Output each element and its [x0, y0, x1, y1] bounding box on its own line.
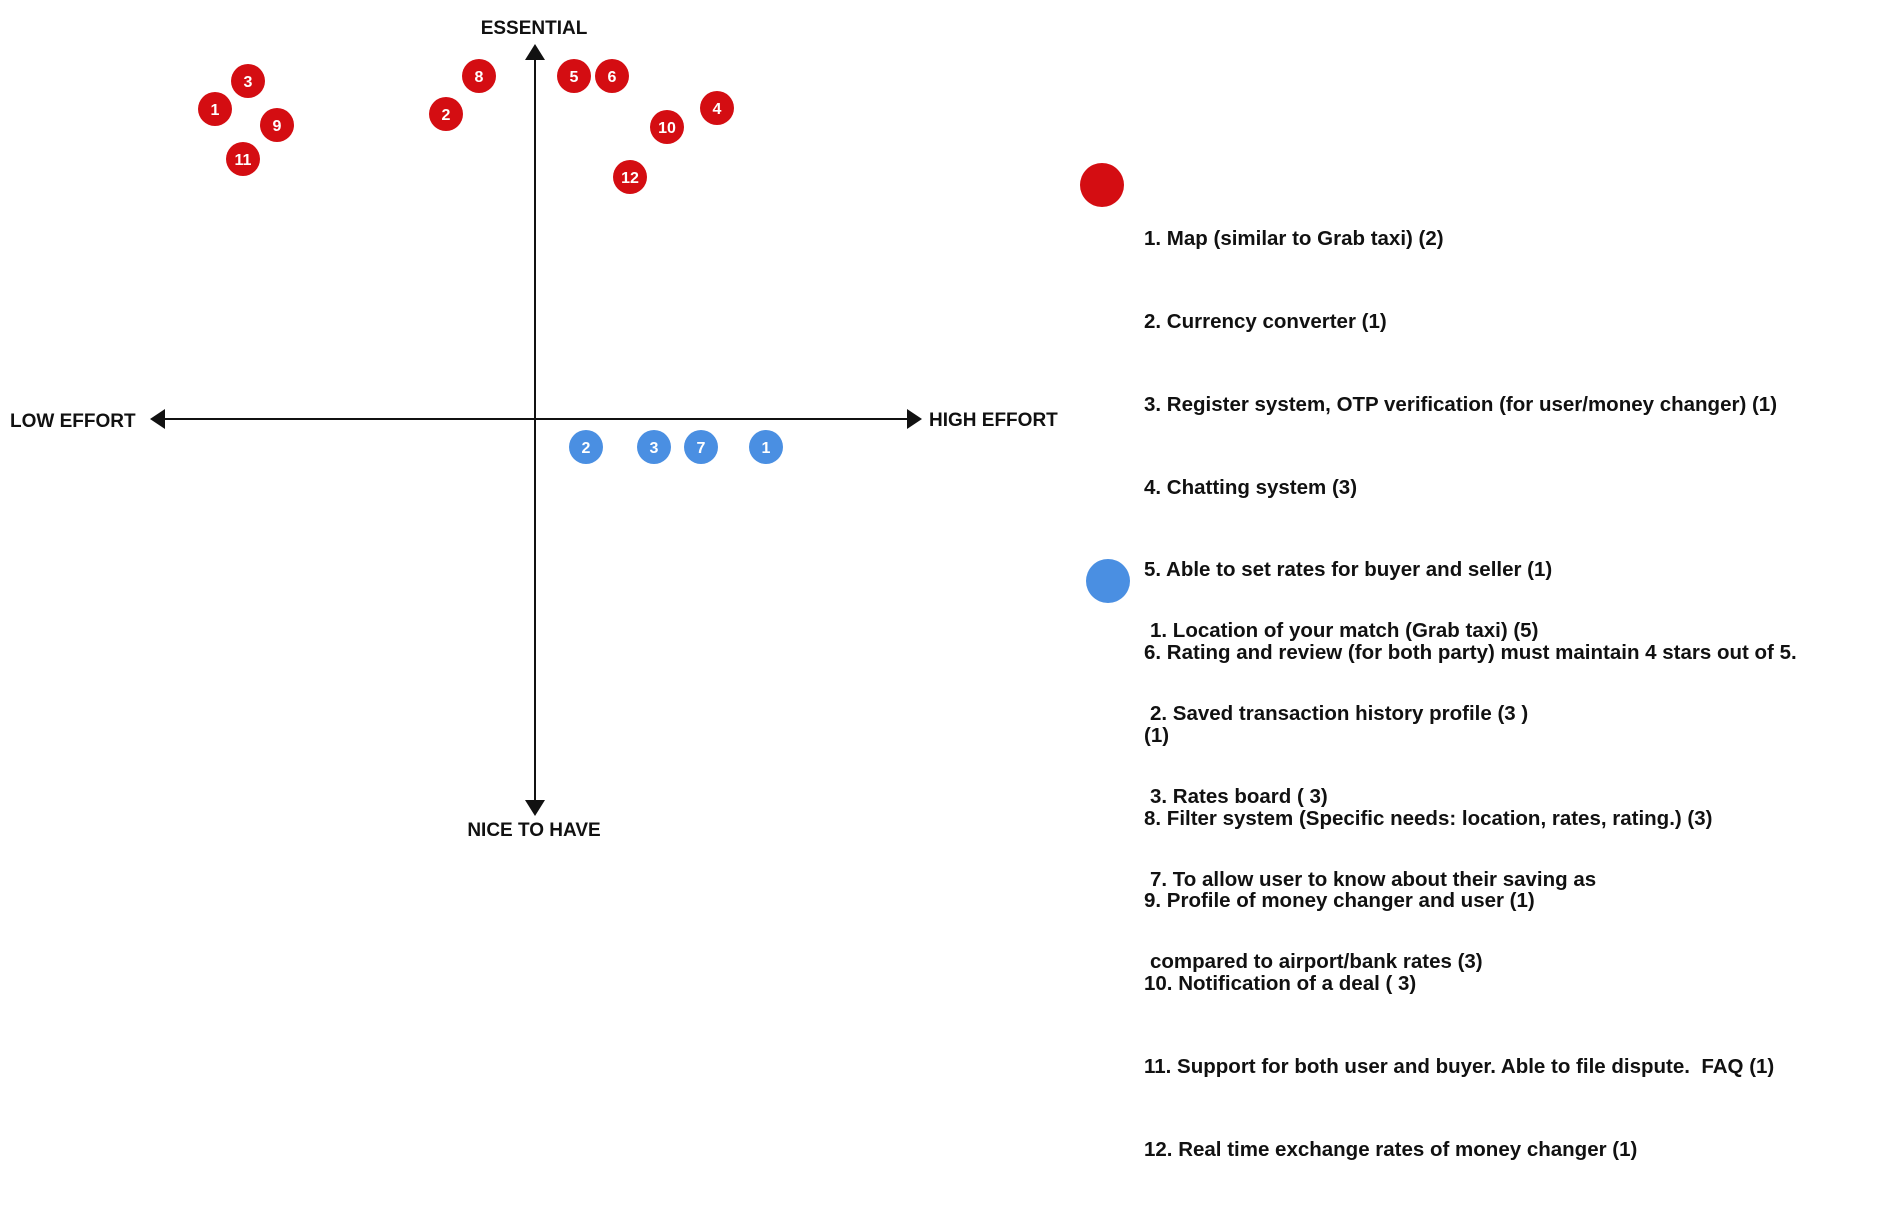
essential-marker-12: 12: [613, 160, 647, 194]
legend-nice-item: 2. Saved transaction history profile (3 …: [1150, 701, 1529, 725]
axis-label-essential: ESSENTIAL: [481, 18, 588, 39]
essential-marker-label: 11: [235, 152, 252, 169]
legend-essential-item: 11. Support for both user and buyer. Abl…: [1144, 1055, 1775, 1078]
essential-marker-6: 6: [595, 59, 629, 93]
legend-nice-item: 3. Rates board ( 3): [1150, 784, 1328, 808]
legend-nice-item: compared to airport/bank rates (3): [1150, 950, 1483, 974]
legend-essential-item: 4. Chatting system (3): [1144, 475, 1358, 499]
axis-label-low-effort: LOW EFFORT: [10, 411, 136, 432]
essential-marker-label: 10: [658, 120, 676, 137]
arrow-down-icon: [525, 800, 545, 816]
arrow-right-icon: [907, 409, 922, 429]
essential-marker-11: 11: [226, 142, 260, 176]
essential-marker-label: 1: [211, 102, 220, 119]
nice-marker-label: 1: [762, 440, 771, 457]
essential-marker-label: 9: [273, 118, 282, 135]
legend-nice-list: 1. Location of your match (Grab taxi) (5…: [1150, 562, 1596, 1031]
arrow-left-icon: [150, 409, 165, 429]
essential-marker-label: 2: [442, 107, 451, 124]
blue-circle-icon: [1086, 559, 1130, 603]
essential-markers: 1 3 9 11 8 2 5 6: [198, 59, 734, 194]
nice-marker-3: 3: [637, 430, 671, 464]
legend-essential-item: 6. Rating and review (for both party) mu…: [1144, 641, 1797, 665]
legend-essential-item: (1): [1144, 723, 1170, 747]
essential-marker-10: 10: [650, 110, 684, 144]
legend-essential-item: 8. Filter system (Specific needs: locati…: [1144, 806, 1713, 830]
essential-marker-8: 8: [462, 59, 496, 93]
essential-marker-label: 4: [713, 101, 722, 118]
essential-marker-4: 4: [700, 91, 734, 125]
red-circle-icon: [1080, 163, 1124, 207]
essential-marker-label: 5: [570, 69, 579, 86]
essential-marker-label: 12: [621, 170, 639, 187]
essential-marker-1: 1: [198, 92, 232, 126]
axis-label-high-effort: HIGH EFFORT: [929, 410, 1058, 431]
legend-nice-item: 7. To allow user to know about their sav…: [1150, 867, 1597, 891]
legend-nice-item: 1. Location of your match (Grab taxi) (5…: [1150, 619, 1539, 643]
nice-marker-1: 1: [749, 430, 783, 464]
nice-marker-7: 7: [684, 430, 718, 464]
essential-marker-2: 2: [429, 97, 463, 131]
arrow-up-icon: [525, 44, 545, 60]
nice-markers: 2 3 7 1: [569, 430, 783, 464]
essential-marker-5: 5: [557, 59, 591, 93]
essential-marker-9: 9: [260, 108, 294, 142]
legend-essential-item: 1. Map (similar to Grab taxi) (2): [1144, 227, 1444, 251]
legend-essential-item: 5. Able to set rates for buyer and selle…: [1144, 558, 1553, 582]
legend-essential-item: 3. Register system, OTP verification (fo…: [1144, 392, 1778, 416]
axis-label-nice-to-have: NICE TO HAVE: [467, 820, 600, 841]
nice-marker-label: 3: [650, 440, 659, 457]
nice-marker-label: 7: [697, 440, 706, 457]
essential-marker-label: 6: [608, 69, 617, 86]
nice-marker-2: 2: [569, 430, 603, 464]
nice-marker-label: 2: [582, 440, 591, 457]
essential-marker-3: 3: [231, 64, 265, 98]
essential-marker-label: 8: [475, 69, 484, 86]
legend-essential-item: 2. Currency converter (1): [1144, 309, 1387, 333]
essential-marker-label: 3: [244, 74, 253, 91]
legend-essential-item: 12. Real time exchange rates of money ch…: [1144, 1137, 1638, 1161]
priority-matrix: ESSENTIAL NICE TO HAVE LOW EFFORT HIGH E…: [10, 18, 1058, 841]
